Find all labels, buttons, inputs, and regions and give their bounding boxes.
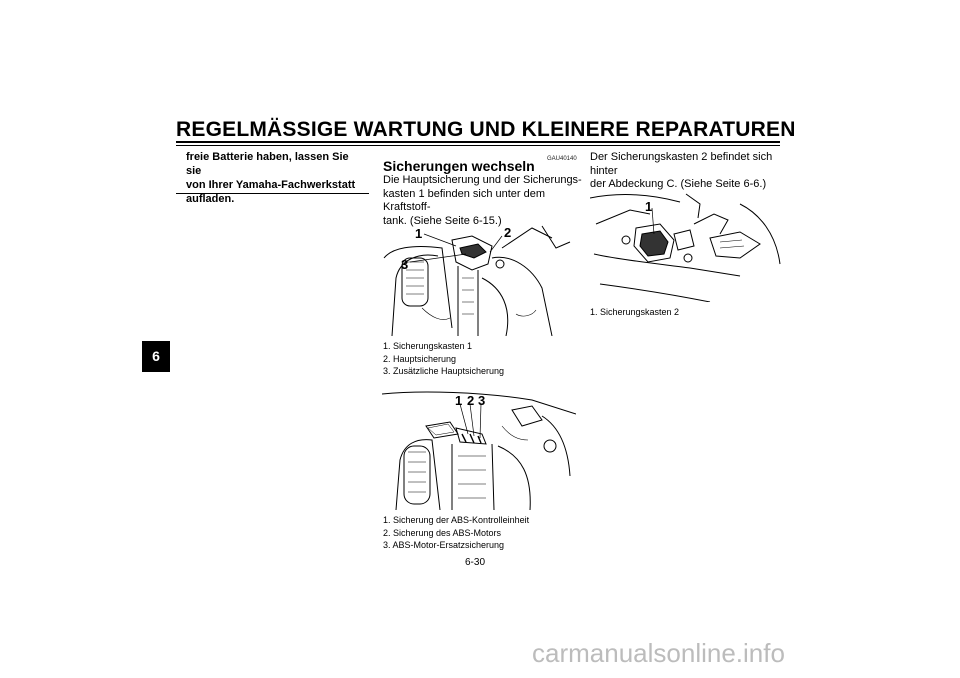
figure-fuse-box-1-illustration: [383, 225, 571, 336]
section-intro-text: Die Hauptsicherung und der Sicherungs- k…: [383, 174, 582, 227]
figure2-caption: 2. Sicherung des ABS-Motors: [383, 527, 502, 538]
page-number: 6-30: [465, 557, 486, 568]
figure1-callout-3: 3: [401, 257, 409, 272]
figure1-caption: 2. Hauptsicherung: [383, 353, 457, 364]
figure2-callout-1: 1: [455, 393, 463, 408]
page-header-title: REGELMÄSSIGE WARTUNG UND KLEINERE REPARA…: [176, 118, 796, 141]
chapter-tab: 6: [142, 341, 170, 372]
header-rule: [176, 141, 780, 143]
warning-continuation-text: freie Batterie haben, lassen Sie sie von…: [186, 151, 356, 205]
warning-end-rule: [176, 193, 369, 194]
figure2-caption: 1. Sicherung der ABS-Kontrolleinheit: [383, 515, 530, 525]
figure3-caption: 1. Sicherungskasten 2: [590, 307, 680, 317]
figure-abs-fuses-illustration: [382, 391, 576, 510]
figure2-caption-list: 1. Sicherung der ABS-Kontrolleinheit 2. …: [383, 514, 529, 552]
figure2-caption: 3. ABS-Motor-Ersatzsicherung: [383, 540, 505, 550]
figure-fuse-box-2-illustration: [590, 193, 781, 302]
section-code: GAU40140: [547, 156, 577, 162]
right-column-text: Der Sicherungskasten 2 befindet sich hin…: [590, 151, 773, 190]
watermark: carmanualsonline.info: [532, 638, 785, 668]
figure2-callout-2: 2: [467, 393, 475, 408]
figure1-caption: 1. Sicherungskasten 1: [383, 341, 473, 351]
figure1-caption-list: 1. Sicherungskasten 1 2. Hauptsicherung …: [383, 340, 504, 378]
figure3-caption-list: 1. Sicherungskasten 2: [590, 306, 679, 319]
figure1-callout-2: 2: [504, 225, 512, 240]
figure1-caption: 3. Zusätzliche Hauptsicherung: [383, 366, 505, 376]
header-rule-thin: [176, 145, 780, 146]
figure3-callout-1: 1: [645, 199, 653, 214]
section-title: Sicherungen wechseln: [383, 158, 535, 174]
figure2-callout-3: 3: [478, 393, 486, 408]
figure1-callout-1: 1: [415, 226, 423, 241]
